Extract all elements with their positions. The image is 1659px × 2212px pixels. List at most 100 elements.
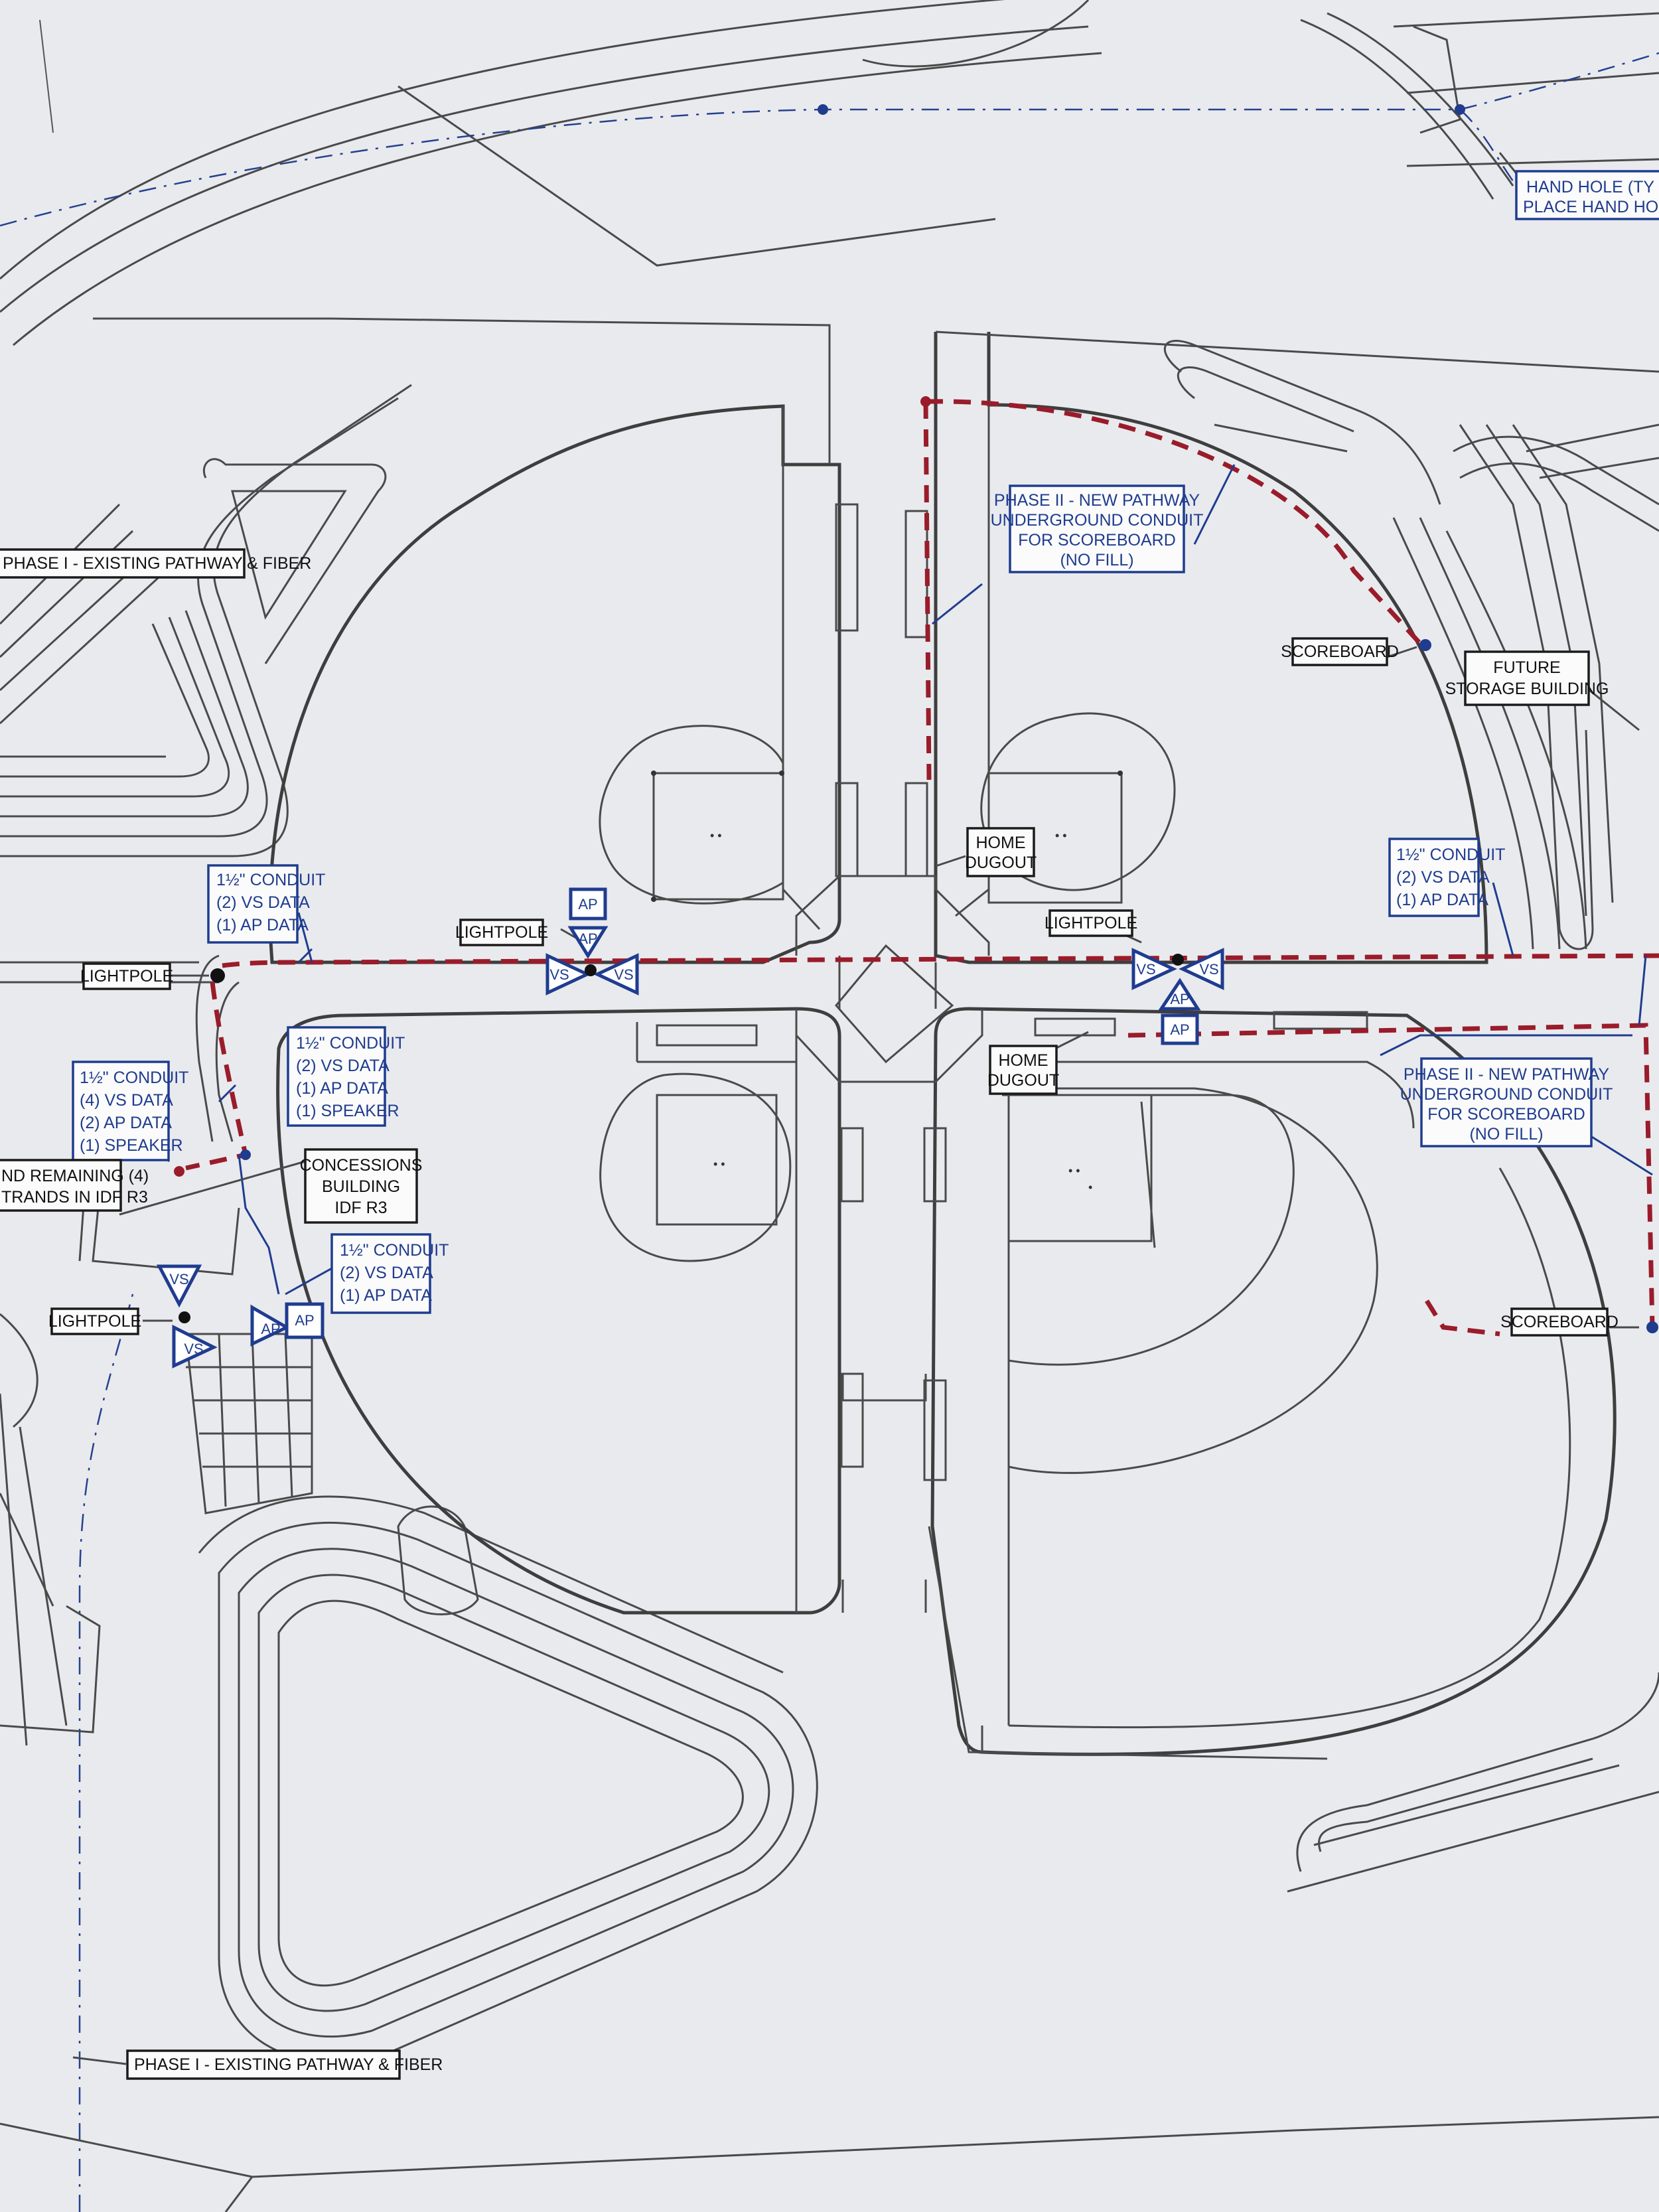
access-point-icon: AP: [250, 1304, 291, 1347]
video-surveillance-icon: VS: [593, 953, 639, 995]
svg-text:(NO FILL): (NO FILL): [1469, 1125, 1543, 1143]
svg-text:(1) AP DATA: (1) AP DATA: [216, 916, 309, 934]
svg-text:(1) SPEAKER: (1) SPEAKER: [296, 1102, 399, 1120]
svg-text:SCOREBOARD: SCOREBOARD: [1281, 642, 1399, 661]
svg-text:AP: AP: [1170, 1021, 1189, 1038]
svg-text:AP: AP: [295, 1312, 314, 1329]
video-surveillance-icon: VS: [172, 1324, 218, 1368]
label-lightpole-bottom-left: LIGHTPOLE: [48, 1307, 141, 1335]
svg-text:UNDERGROUND CONDUIT: UNDERGROUND CONDUIT: [991, 511, 1204, 530]
label-home-dugout-bottom: HOME DUGOUT: [987, 1045, 1059, 1095]
video-surveillance-icon: VS: [1179, 948, 1224, 990]
svg-text:PHASE I - EXISTING PATHWAY & F: PHASE I - EXISTING PATHWAY & FIBER: [134, 2055, 443, 2074]
svg-text:• •: • •: [1068, 1164, 1080, 1177]
video-surveillance-icon: VS: [156, 1264, 202, 1308]
label-scoreboard-top: SCOREBOARD: [1281, 637, 1399, 666]
svg-text:STORAGE BUILDING: STORAGE BUILDING: [1445, 680, 1609, 698]
svg-text:•: •: [1088, 1181, 1092, 1194]
label-lightpole-left: LIGHTPOLE: [80, 962, 173, 990]
svg-text:AP: AP: [578, 930, 597, 947]
video-surveillance-icon: VS: [1131, 948, 1177, 990]
label-remaining-strands: ND REMAINING (4) TRANDS IN IDF R3: [0, 1159, 149, 1212]
label-phase1-top: PHASE I - EXISTING PATHWAY & FIBER: [0, 548, 311, 579]
walking-path-contours: [0, 340, 1659, 950]
svg-text:FOR SCOREBOARD: FOR SCOREBOARD: [1018, 531, 1176, 550]
label-scoreboard-right: SCOREBOARD: [1500, 1307, 1619, 1337]
label-conduit-upper-right: 1½" CONDUIT (2) VS DATA (1) AP DATA: [1388, 838, 1505, 917]
svg-text:PHASE II - NEW PATHWAY: PHASE II - NEW PATHWAY: [994, 491, 1200, 510]
svg-text:FUTURE: FUTURE: [1493, 658, 1560, 677]
center-plaza: [795, 875, 990, 1613]
svg-text:1½" CONDUIT: 1½" CONDUIT: [1396, 846, 1505, 864]
svg-text:(2) AP DATA: (2) AP DATA: [80, 1114, 172, 1132]
label-phase1-bottom: PHASE I - EXISTING PATHWAY & FIBER: [126, 2049, 443, 2080]
svg-text:(2) VS DATA: (2) VS DATA: [216, 893, 310, 912]
road-curves: [0, 0, 1659, 346]
svg-text:LIGHTPOLE: LIGHTPOLE: [1045, 914, 1137, 932]
svg-text:1½" CONDUIT: 1½" CONDUIT: [340, 1241, 449, 1260]
svg-text:LIGHTPOLE: LIGHTPOLE: [80, 967, 173, 986]
svg-text:PHASE I - EXISTING PATHWAY & F: PHASE I - EXISTING PATHWAY & FIBER: [3, 554, 311, 573]
svg-text:BUILDING: BUILDING: [322, 1177, 400, 1196]
device-cluster-center-left: AP AP VS VS: [545, 887, 639, 995]
svg-text:VS: VS: [1136, 961, 1155, 978]
device-cluster-left: VS VS AP AP: [156, 1264, 325, 1368]
svg-text:LIGHTPOLE: LIGHTPOLE: [48, 1312, 141, 1331]
svg-text:(2) VS DATA: (2) VS DATA: [1396, 868, 1490, 887]
svg-text:VS: VS: [614, 966, 633, 983]
svg-text:VS: VS: [169, 1271, 188, 1288]
svg-text:AP: AP: [578, 896, 597, 913]
svg-text:• •: • •: [710, 829, 722, 842]
svg-text:UNDERGROUND CONDUIT: UNDERGROUND CONDUIT: [1400, 1085, 1613, 1104]
svg-text:VS: VS: [184, 1341, 203, 1357]
access-point-icon: AP: [285, 1302, 325, 1339]
svg-text:1½" CONDUIT: 1½" CONDUIT: [80, 1069, 188, 1087]
svg-text:(2) VS DATA: (2) VS DATA: [296, 1057, 390, 1075]
label-phase2-pathway-right: PHASE II - NEW PATHWAY UNDERGROUND CONDU…: [1400, 1057, 1613, 1147]
svg-text:AP: AP: [261, 1321, 280, 1337]
svg-text:VS: VS: [549, 966, 569, 983]
svg-text:HOME: HOME: [976, 834, 1026, 852]
label-conduit-upper-left: 1½" CONDUIT (2) VS DATA (1) AP DATA: [207, 864, 325, 944]
svg-text:• •: • •: [713, 1157, 725, 1171]
svg-text:(1) AP DATA: (1) AP DATA: [340, 1286, 432, 1305]
svg-text:DUGOUT: DUGOUT: [987, 1071, 1059, 1090]
svg-text:(NO FILL): (NO FILL): [1060, 551, 1133, 569]
phase-2-conduit-route: [174, 396, 1659, 1337]
label-phase2-pathway-top: PHASE II - NEW PATHWAY UNDERGROUND CONDU…: [991, 484, 1204, 573]
label-conduit-speaker-left: 1½" CONDUIT (4) VS DATA (2) AP DATA (1) …: [72, 1061, 188, 1161]
svg-text:PLACE HAND HOLES AS: PLACE HAND HOLES AS: [1523, 198, 1659, 216]
svg-text:LIGHTPOLE: LIGHTPOLE: [455, 923, 548, 942]
label-conduit-speaker-right: 1½" CONDUIT (2) VS DATA (1) AP DATA (1) …: [287, 1026, 405, 1127]
svg-text:TRANDS IN IDF R3: TRANDS IN IDF R3: [1, 1188, 148, 1207]
svg-text:SCOREBOARD: SCOREBOARD: [1500, 1313, 1619, 1331]
svg-text:DUGOUT: DUGOUT: [965, 853, 1037, 872]
svg-text:1½" CONDUIT: 1½" CONDUIT: [296, 1034, 405, 1053]
label-hand-hole: HAND HOLE (TY PLACE HAND HOLES AS: [1515, 170, 1659, 220]
device-cluster-center-right: VS VS AP AP: [1131, 948, 1224, 1045]
label-lightpole-center-right: LIGHTPOLE: [1045, 909, 1137, 937]
label-concessions-building: CONCESSIONS BUILDING IDF R3: [300, 1148, 423, 1224]
video-surveillance-icon: VS: [545, 953, 591, 995]
svg-text:IDF R3: IDF R3: [334, 1199, 387, 1217]
svg-text:(2) VS DATA: (2) VS DATA: [340, 1264, 433, 1282]
label-home-dugout-top: HOME DUGOUT: [965, 827, 1037, 877]
bottom-path-contours: [0, 1493, 1659, 2212]
svg-text:PHASE II - NEW PATHWAY: PHASE II - NEW PATHWAY: [1404, 1065, 1610, 1084]
svg-text:1½" CONDUIT: 1½" CONDUIT: [216, 871, 325, 889]
svg-text:(1) AP DATA: (1) AP DATA: [1396, 891, 1488, 909]
label-future-storage-building: FUTURE STORAGE BUILDING: [1445, 650, 1609, 706]
label-conduit-lower: 1½" CONDUIT (2) VS DATA (1) AP DATA: [330, 1233, 449, 1314]
access-point-icon: AP: [569, 887, 607, 921]
access-point-icon: AP: [567, 926, 609, 959]
svg-text:HAND HOLE (TY: HAND HOLE (TY: [1526, 178, 1654, 196]
svg-text:CONCESSIONS: CONCESSIONS: [300, 1156, 423, 1175]
svg-text:FOR SCOREBOARD: FOR SCOREBOARD: [1427, 1105, 1585, 1124]
svg-text:ND REMAINING (4): ND REMAINING (4): [1, 1167, 149, 1185]
label-lightpole-center-left: LIGHTPOLE: [455, 919, 548, 946]
access-point-icon: AP: [1158, 978, 1201, 1011]
svg-text:• •: • •: [1055, 829, 1067, 842]
svg-text:(1) AP DATA: (1) AP DATA: [296, 1079, 388, 1098]
svg-text:(4) VS DATA: (4) VS DATA: [80, 1091, 173, 1110]
